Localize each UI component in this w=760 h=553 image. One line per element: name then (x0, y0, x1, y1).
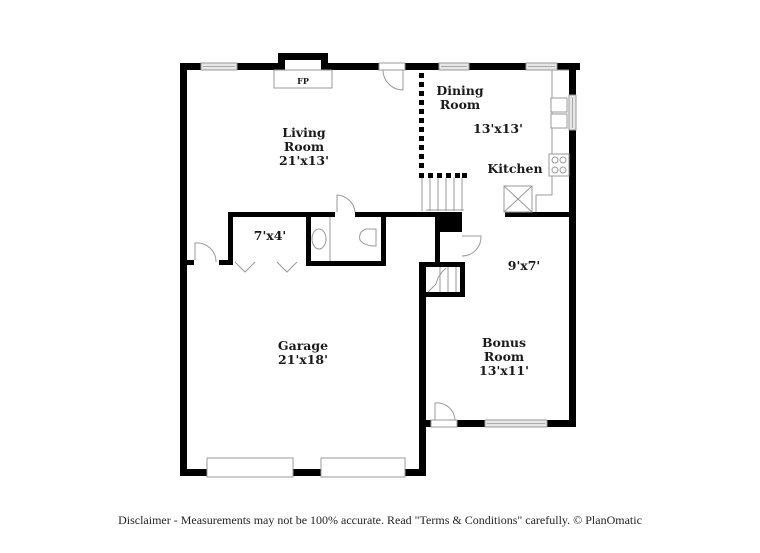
doors (194, 62, 482, 428)
kitchen-counters (503, 69, 569, 213)
bonus-size: 13'x11' (479, 363, 529, 378)
fireplace-label: FP (297, 76, 309, 86)
fireplace (273, 69, 333, 89)
dining-colonnade (419, 73, 467, 178)
interior-walls (187, 212, 576, 297)
room-label-garage: Garage 21'x18' (278, 339, 328, 367)
disclaimer-text: Disclaimer - Measurements may not be 100… (118, 513, 642, 527)
room-label-kitchen: Kitchen (487, 162, 542, 176)
kitchen-name: Kitchen (487, 161, 543, 176)
dining-kitchen-size: 13'x13' (473, 121, 523, 136)
kitchen-sink (550, 97, 568, 129)
room-label-closet: 7'x4' (254, 229, 287, 243)
room-size-dining-kitchen: 13'x13' (473, 122, 523, 136)
nook-size: 9'x7' (507, 258, 541, 273)
window-panes (203, 66, 573, 424)
living-name-1: Living (282, 125, 326, 140)
stove (548, 153, 570, 177)
room-label-nook: 9'x7' (508, 259, 541, 273)
living-size: 21'x13' (279, 153, 329, 168)
garage-size: 21'x18' (278, 352, 328, 367)
stairs-lower (427, 267, 457, 293)
dining-name-2: Room (439, 97, 481, 112)
stairs-upper (421, 178, 464, 211)
closet-size: 7'x4' (253, 228, 287, 243)
room-label-dining: Dining Room (436, 84, 483, 112)
dining-name-1: Dining (436, 83, 484, 98)
living-name-2: Room (283, 139, 325, 154)
garage-doors (206, 457, 406, 478)
bonus-name-1: Bonus (481, 335, 527, 350)
room-label-bonus: Bonus Room 13'x11' (479, 336, 529, 378)
room-label-living: Living Room 21'x13' (279, 126, 329, 168)
bonus-name-2: Room (483, 349, 525, 364)
bathroom-fixtures (311, 217, 377, 261)
garage-name: Garage (277, 338, 329, 353)
